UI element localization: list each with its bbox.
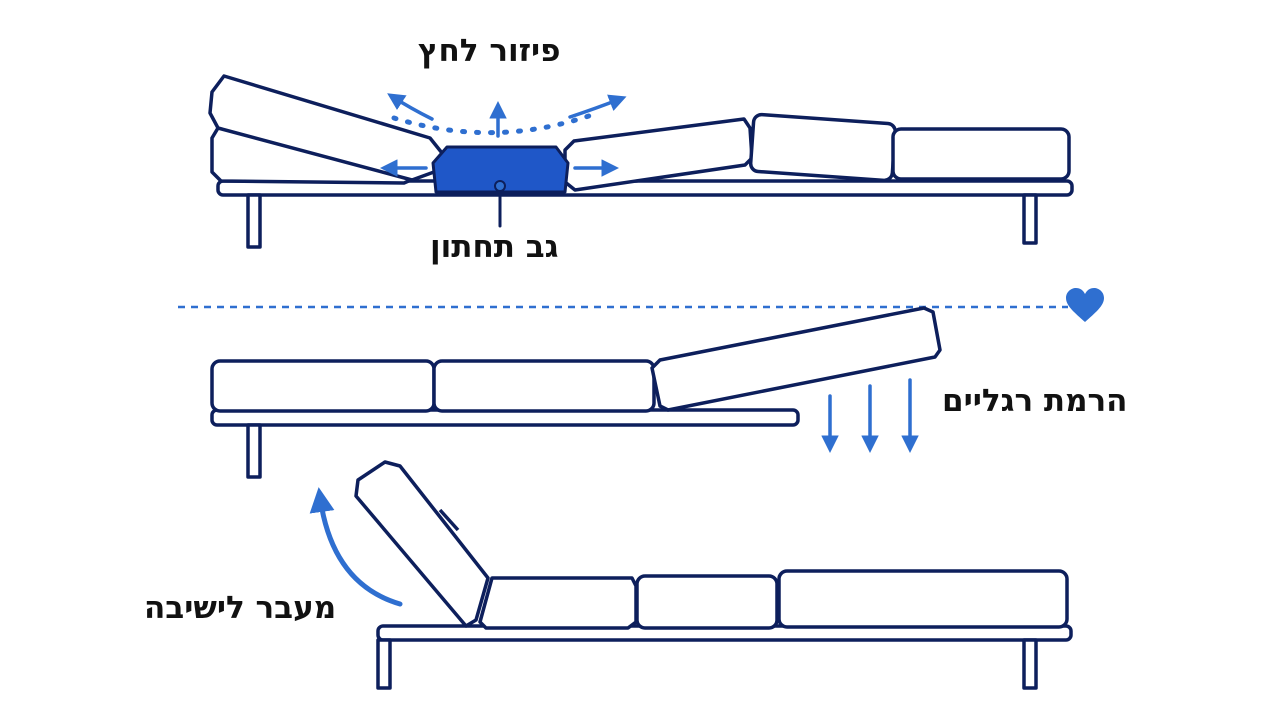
label-lower-back: גב תחתון bbox=[430, 229, 559, 265]
bed3-cushion-seat bbox=[478, 576, 638, 630]
arrow-up-left bbox=[387, 93, 434, 121]
section-divider bbox=[178, 288, 1104, 322]
label-pressure-relief: פיזור לחץ bbox=[418, 33, 561, 69]
bed2-leg-left bbox=[246, 423, 262, 479]
bed1-head-cushion bbox=[208, 74, 444, 182]
bed2-down-arrows bbox=[821, 378, 919, 453]
bed-pressure-relief bbox=[208, 74, 1074, 249]
bed1-cushion-foot bbox=[891, 127, 1071, 181]
label-sit-transition: מעבר לישיבה bbox=[144, 590, 337, 626]
bed2-cushion-middle bbox=[432, 359, 656, 413]
dotted-arc bbox=[391, 109, 603, 136]
bed3-leg-right bbox=[1022, 638, 1038, 690]
lower-back-pointer-dot bbox=[494, 180, 506, 192]
bed1-leg-left bbox=[246, 193, 262, 249]
bed-sit-transition bbox=[354, 460, 1073, 690]
heart-icon bbox=[1066, 288, 1104, 322]
bed-leg-elevation bbox=[210, 306, 942, 479]
bed3-cushion-foot bbox=[777, 569, 1069, 629]
bed1-arrows bbox=[380, 93, 627, 228]
arrow-up-right bbox=[568, 94, 627, 119]
lower-back-highlight-pad bbox=[431, 145, 570, 194]
bed3-leg-left bbox=[376, 638, 392, 690]
curved-up-arrow bbox=[309, 487, 403, 607]
bed3-cushion-middle bbox=[635, 574, 779, 630]
bed3-hinge-mark bbox=[438, 508, 460, 532]
bed2-cushion-head bbox=[210, 359, 436, 413]
bed1-cushion-middle bbox=[748, 112, 897, 183]
label-leg-elevation: הרמת רגליים bbox=[942, 383, 1128, 419]
bed2-leg-cushion-raised bbox=[650, 306, 942, 412]
bed1-leg-right bbox=[1022, 193, 1038, 245]
bed3-backrest-raised bbox=[354, 460, 490, 628]
